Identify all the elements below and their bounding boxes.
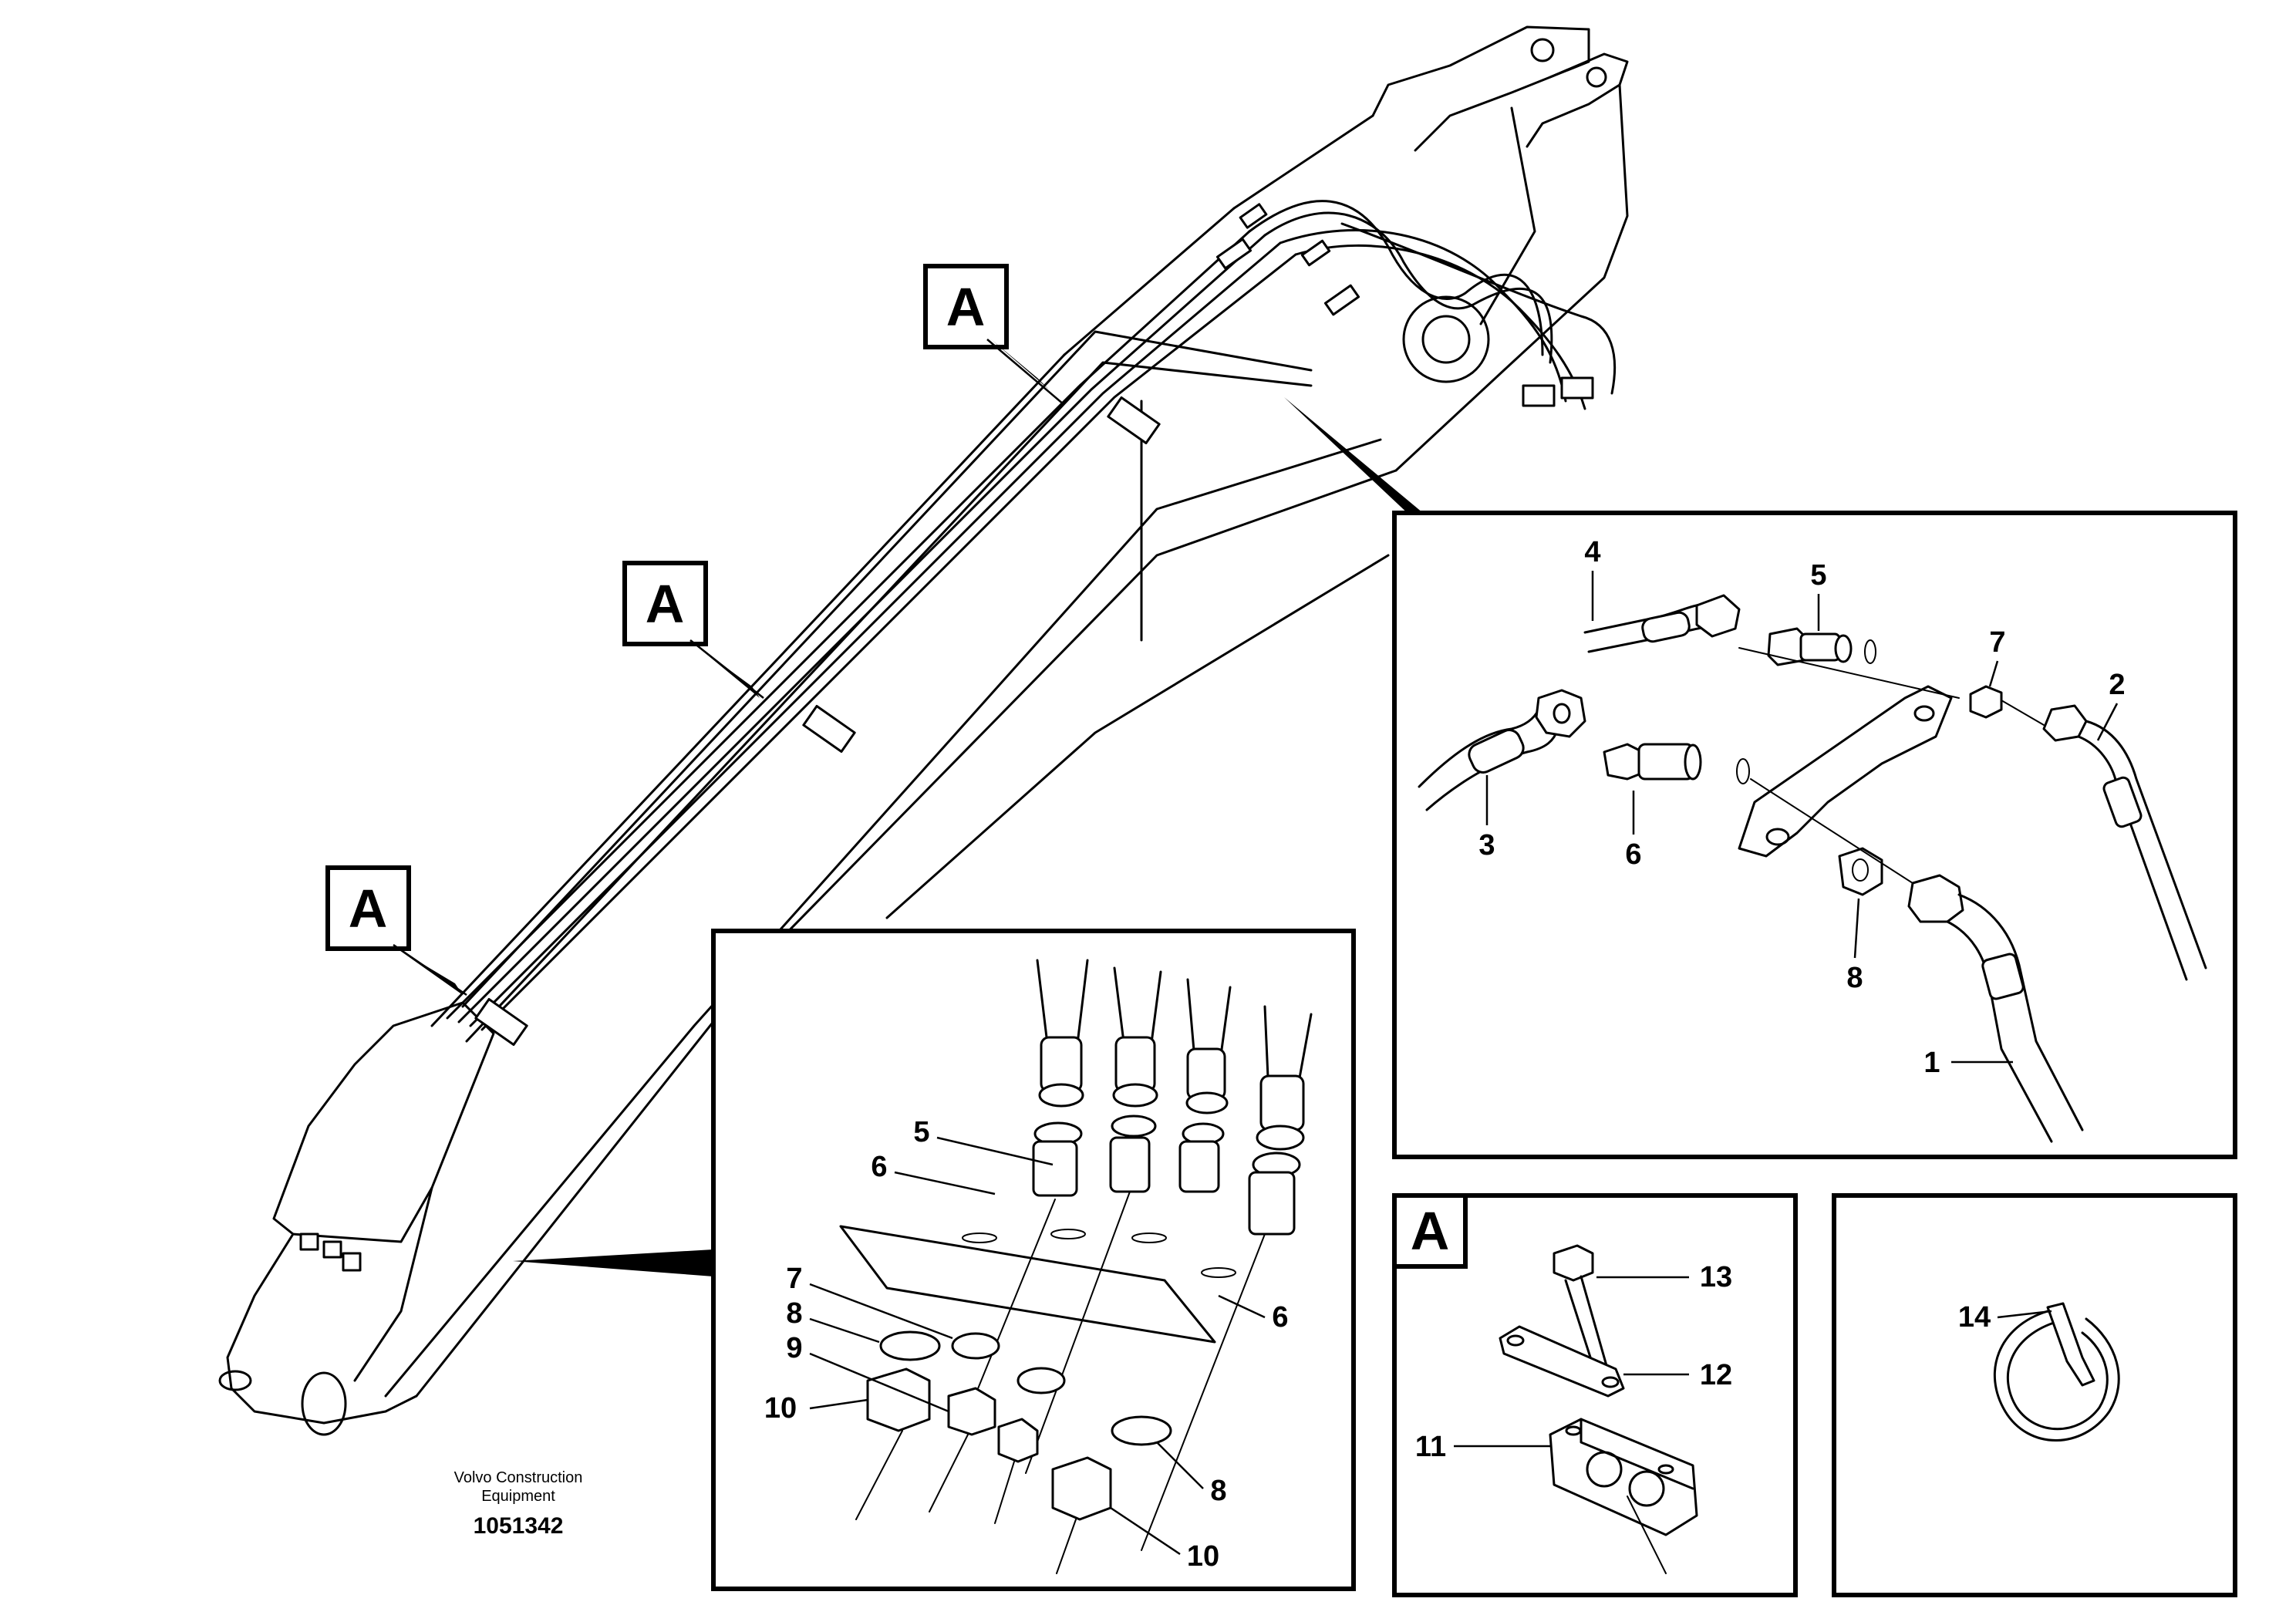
label-7: 7	[1989, 626, 2005, 659]
caption-drawing-number: 1051342	[474, 1513, 564, 1539]
label-c-10b: 10	[1187, 1540, 1219, 1573]
hose-column-1	[962, 959, 1089, 1404]
callout-a-3-letter: A	[349, 878, 388, 939]
label-c-9: 9	[786, 1332, 802, 1364]
label-c-5: 5	[913, 1116, 929, 1148]
hose-column-4	[1141, 1005, 1313, 1551]
detail-pointer-top	[1284, 397, 1423, 517]
label-c-8b: 8	[1210, 1475, 1226, 1507]
detail-a-letter: A	[1411, 1201, 1450, 1261]
caption-company-line2: Equipment	[481, 1488, 555, 1505]
boom-drawing	[218, 25, 1629, 1436]
detail-top-right: 4 5 7 2 3 6 8 1	[1392, 511, 2237, 1159]
callout-a-2: A	[622, 561, 764, 699]
detail-pointer-center	[513, 1249, 713, 1276]
callout-a-3: A	[325, 865, 467, 996]
label-11: 11	[1415, 1431, 1446, 1463]
caption: Volvo Construction Equipment 1051342	[454, 1469, 583, 1539]
label-4: 4	[1584, 536, 1600, 568]
label-5: 5	[1810, 559, 1826, 592]
caption-company-line1: Volvo Construction	[454, 1469, 583, 1486]
detail-tie: 14	[1832, 1193, 2237, 1597]
label-12: 12	[1700, 1359, 1732, 1391]
label-3: 3	[1478, 829, 1495, 862]
detail-a: A 13 12 11	[1392, 1193, 1798, 1597]
callout-a-1-letter: A	[946, 277, 986, 337]
label-8: 8	[1846, 962, 1863, 994]
callout-a-2-letter: A	[646, 574, 685, 634]
label-6: 6	[1625, 838, 1641, 871]
detail-center: 5 6 7 8 9 10 6 8 10	[711, 929, 1356, 1591]
hose-column-3	[1131, 978, 1232, 1243]
label-1: 1	[1923, 1047, 1940, 1079]
label-c-8a: 8	[786, 1297, 802, 1330]
label-14: 14	[1958, 1301, 1991, 1334]
callout-a-1: A	[923, 264, 1065, 406]
label-c-10a: 10	[764, 1392, 797, 1425]
hose-column-2	[1025, 966, 1162, 1474]
label-2: 2	[2109, 669, 2125, 701]
label-c-6a: 6	[871, 1151, 887, 1183]
label-13: 13	[1700, 1261, 1732, 1293]
label-c-6b: 6	[1272, 1301, 1288, 1334]
label-c-7: 7	[786, 1263, 802, 1295]
